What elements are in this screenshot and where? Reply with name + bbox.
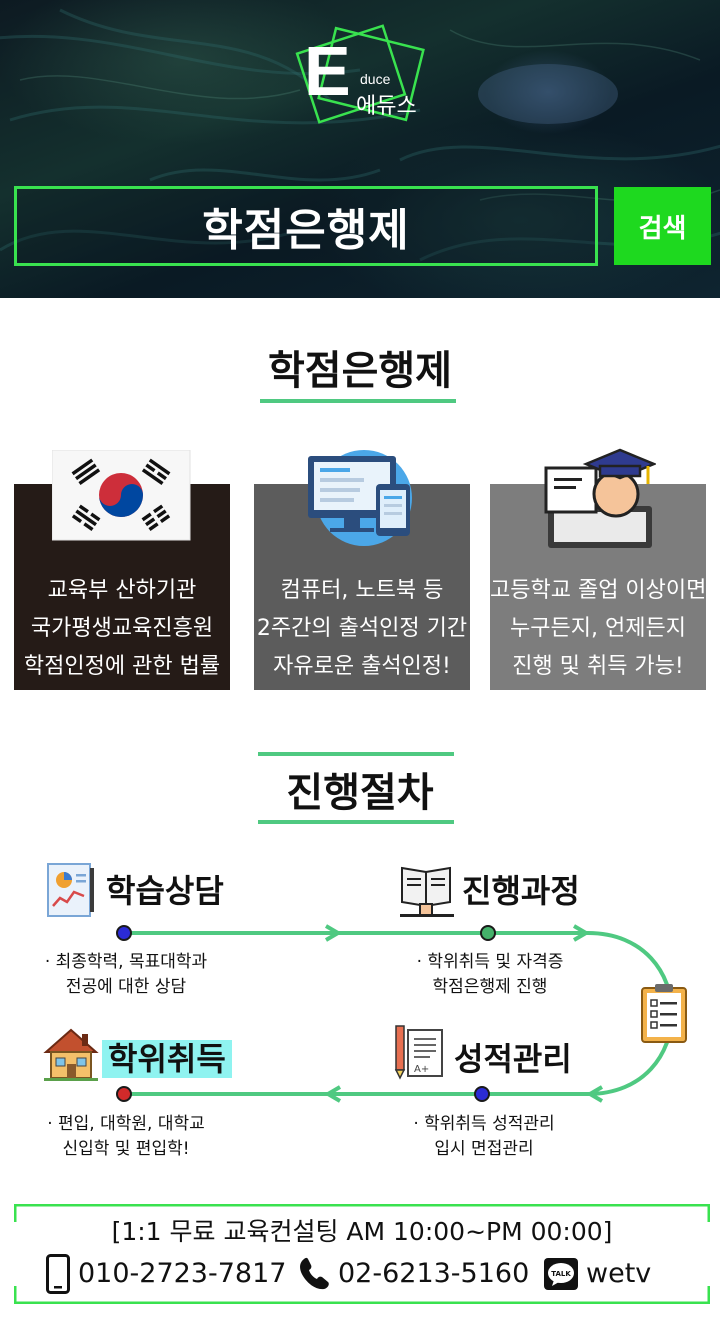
computer-devices-icon	[308, 450, 412, 546]
info-card-3-line: 고등학교 졸업 이상이면	[490, 578, 707, 603]
process-title: 진행절차	[286, 770, 434, 816]
info-card-3-line: 누구든지, 언제든지	[510, 616, 686, 641]
info-card-2-line: 컴퓨터, 노트북 등	[280, 578, 444, 603]
search-button[interactable]: 검색	[614, 187, 711, 265]
kakaotalk-badge-text: TALK	[551, 1270, 571, 1278]
info-card-1-line: 학점인정에 관한 법률	[23, 654, 221, 679]
step-2-desc: · 학위취득 및 자격증 학점은행제 진행	[400, 950, 580, 1000]
step-1-desc: · 최종학력, 목표대학과 전공에 대한 상담	[36, 950, 216, 1000]
step-4-desc-line: 신입학 및 편입학!	[62, 1139, 190, 1159]
kakao-id-link[interactable]: wetv	[586, 1258, 652, 1289]
step-1-title: 학습상담	[106, 872, 224, 910]
info-card-1-line: 국가평생교육진흥원	[30, 616, 214, 641]
logo-sub: duce	[360, 71, 391, 87]
educe-logo[interactable]: E duce 에듀스	[292, 24, 432, 124]
step-1-desc-line: 전공에 대한 상담	[65, 977, 187, 997]
step-4-title-highlight: 학위취득	[102, 1040, 232, 1078]
graduate-student-icon	[544, 448, 656, 548]
logo-korean: 에듀스	[356, 94, 417, 119]
kakaotalk-icon: TALK	[544, 1258, 578, 1290]
info-card-2-line: 자유로운 출석인정!	[273, 654, 451, 679]
contact-frame	[14, 1204, 710, 1304]
process-title-underline	[258, 820, 454, 824]
house-icon	[43, 1028, 99, 1081]
consulting-hours: [1:1 무료 교육컨설팅 AM 10:00~PM 00:00]	[111, 1217, 613, 1246]
step-3-title: 성적관리	[454, 1040, 572, 1078]
process-title-overline	[258, 752, 454, 756]
logo-letter: E	[304, 32, 351, 110]
search-input[interactable]: 학점은행제	[14, 186, 598, 266]
search-button-label: 검색	[638, 213, 687, 244]
clipboard-checklist-icon	[641, 984, 687, 1043]
logo-frame-icon	[295, 24, 425, 124]
mobile-phone-icon	[46, 1254, 70, 1294]
hero-banner: E duce 에듀스 학점은행제 검색	[0, 0, 720, 298]
search-input-value: 학점은행제	[202, 205, 410, 256]
step-4-desc: · 편입, 대학원, 대학교 신입학 및 편입학!	[36, 1112, 216, 1162]
step-2-desc-line: 학점은행제 진행	[432, 977, 548, 997]
step-2-desc-line: · 학위취득 및 자격증	[416, 952, 564, 972]
step-3-desc-line: 입시 면접관리	[434, 1139, 534, 1159]
process-flow-line	[116, 924, 674, 1103]
step-1-desc-line: · 최종학력, 목표대학과	[44, 952, 208, 972]
info-card-1-line: 교육부 산하기관	[47, 578, 197, 603]
intro-title-underline	[260, 399, 456, 403]
phone-number-link[interactable]: 02-6213-5160	[338, 1258, 530, 1289]
step-3-desc: · 학위취득 성적관리 입시 면접관리	[394, 1112, 574, 1162]
grade-paper-icon: A+	[394, 1025, 443, 1080]
step-4-title: 학위취득	[102, 1034, 232, 1080]
intro-title: 학점은행제	[268, 348, 452, 394]
step-2-title: 진행과정	[462, 872, 580, 910]
hero-background-texture	[0, 8, 720, 262]
svg-text:A+: A+	[414, 1064, 429, 1075]
step-4-desc-line: · 편입, 대학원, 대학교	[47, 1114, 205, 1134]
open-book-icon	[400, 866, 454, 917]
info-card-3-line: 진행 및 취득 가능!	[512, 654, 684, 679]
mobile-number-link[interactable]: 010-2723-7817	[78, 1258, 287, 1289]
step-3-desc-line: · 학위취득 성적관리	[413, 1114, 555, 1134]
contact-box: [1:1 무료 교육컨설팅 AM 10:00~PM 00:00] 010-272…	[14, 1204, 710, 1304]
report-chart-icon	[47, 863, 94, 917]
korean-flag-icon	[52, 450, 191, 541]
telephone-icon	[300, 1257, 329, 1290]
info-card-2-line: 2주간의 출석인정 기간	[256, 616, 468, 641]
